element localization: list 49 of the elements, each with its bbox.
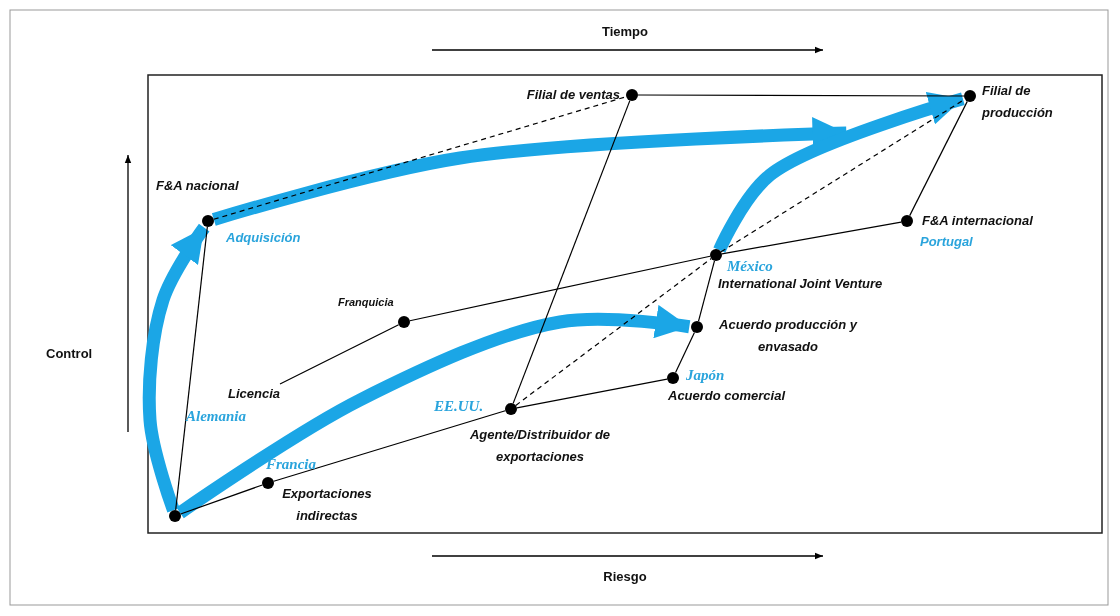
axis-label: Riesgo xyxy=(602,568,648,586)
annotation-label: Portugal xyxy=(920,233,974,251)
dashed-connector xyxy=(515,258,712,406)
point-marker xyxy=(262,477,274,489)
point-label: Franquicia xyxy=(338,295,395,310)
connector-line xyxy=(674,331,696,374)
point-marker xyxy=(202,215,214,227)
point-label: Filial de ventas xyxy=(525,86,620,104)
point-label: International Joint Venture xyxy=(718,275,884,293)
axis-label: Tiempo xyxy=(601,23,649,41)
country-label: Alemania xyxy=(186,407,246,426)
point-marker xyxy=(901,215,913,227)
point-label: Filial de producción xyxy=(982,82,1054,122)
curved-arrow xyxy=(142,223,210,513)
axis-label: Control xyxy=(46,345,93,363)
point-marker xyxy=(710,249,722,261)
connector-line xyxy=(909,100,968,217)
point-label: Licencia xyxy=(228,384,292,404)
connector-line xyxy=(637,94,965,97)
dashed-connector xyxy=(213,96,627,220)
point-label: F&A nacional xyxy=(156,177,240,195)
curved-arrow xyxy=(176,305,691,519)
point-marker xyxy=(169,510,181,522)
point-marker xyxy=(691,321,703,333)
annotation-label: México xyxy=(727,257,774,276)
connector-line xyxy=(512,100,631,404)
annotation-label: Japón xyxy=(686,366,726,385)
annotation-label: Francia xyxy=(266,455,317,474)
curved-arrow xyxy=(211,117,847,226)
connector-line xyxy=(273,410,506,482)
annotation-label: EE.UU. xyxy=(434,397,485,416)
point-label: F&A internacional xyxy=(922,212,1034,230)
annotation-label: Adquisición xyxy=(226,229,302,247)
connector-line xyxy=(721,221,902,255)
point-marker xyxy=(398,316,410,328)
connector-line xyxy=(409,255,711,322)
connector-line xyxy=(279,324,400,385)
point-label: Exportaciones indirectas xyxy=(281,485,373,525)
connector-line xyxy=(697,260,716,322)
point-marker xyxy=(626,89,638,101)
connector-line xyxy=(516,378,668,409)
point-label: Acuerdo producción y envasado xyxy=(718,316,859,356)
point-marker xyxy=(667,372,679,384)
connector-line xyxy=(175,226,208,511)
point-marker xyxy=(505,403,517,415)
point-label: Agente/Distribuidor de exportaciones xyxy=(468,426,612,466)
point-label: Acuerdo comercial xyxy=(668,387,787,405)
point-marker xyxy=(964,90,976,102)
connector-line xyxy=(180,484,263,515)
